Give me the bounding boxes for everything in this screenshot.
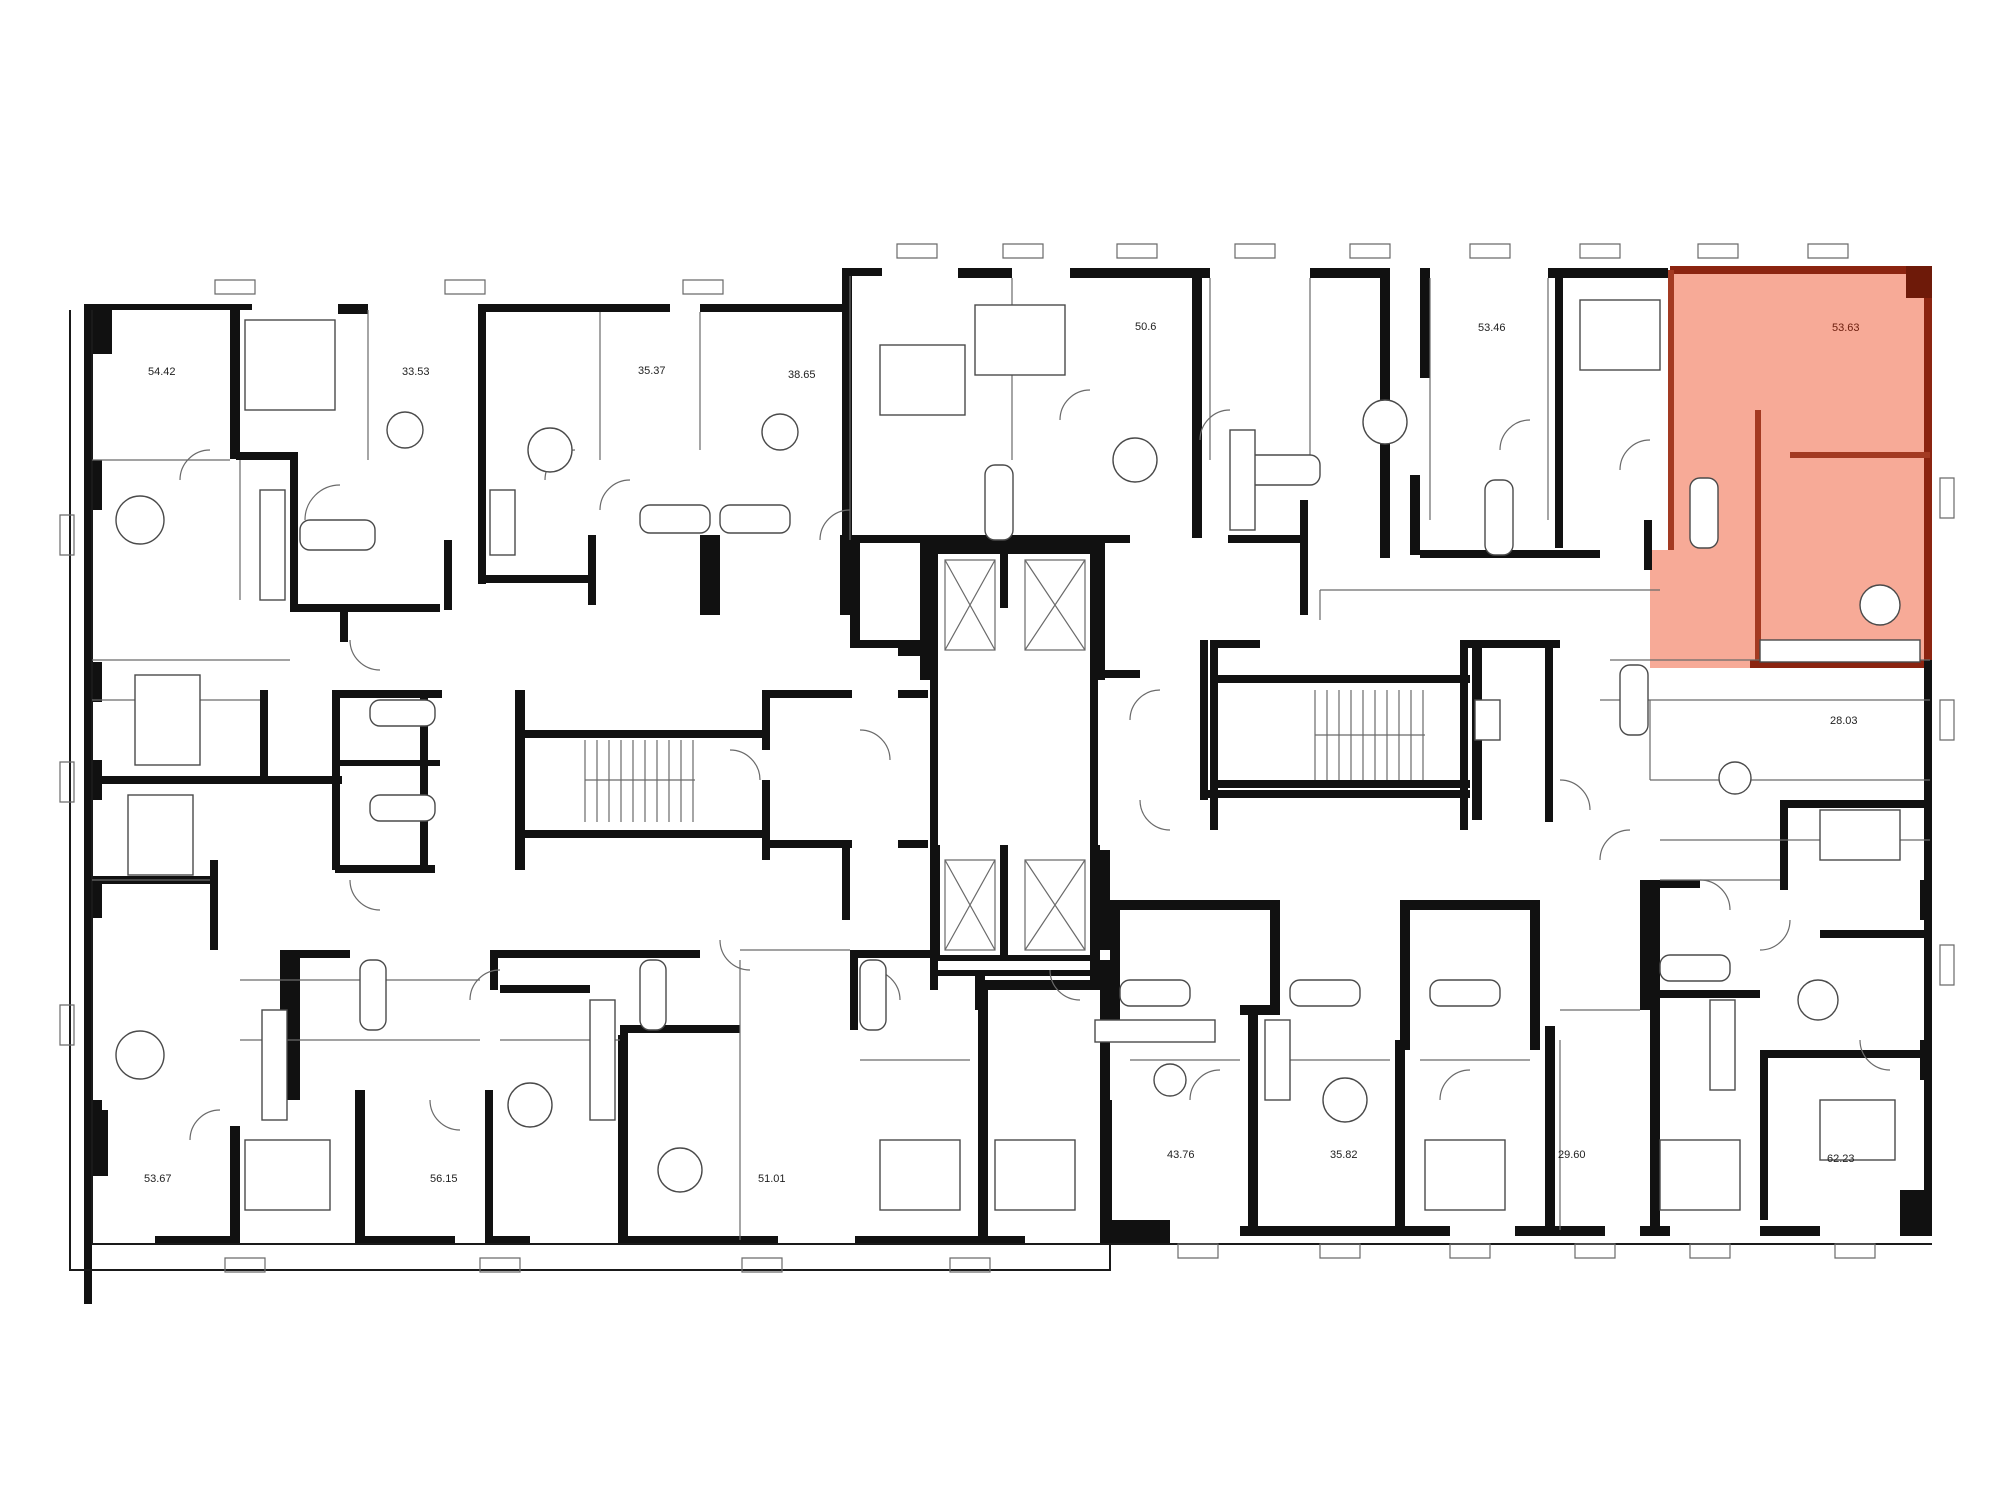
unit-area-53-46[interactable]: 53.46 bbox=[1478, 322, 1506, 334]
highlighted-apartment-wall-right bbox=[1924, 266, 1932, 670]
highlighted-apartment-wall-partition-2 bbox=[1755, 410, 1761, 665]
unit-area-62-23[interactable]: 62.23 bbox=[1827, 1153, 1855, 1165]
unit-area-33-53[interactable]: 33.53 bbox=[402, 366, 430, 378]
unit-area-50-6[interactable]: 50.6 bbox=[1135, 321, 1156, 333]
unit-area-35-37[interactable]: 35.37 bbox=[638, 365, 666, 377]
highlighted-apartment-wall-left bbox=[1668, 270, 1674, 550]
unit-area-38-65[interactable]: 38.65 bbox=[788, 369, 816, 381]
unit-area-53-67[interactable]: 53.67 bbox=[144, 1173, 172, 1185]
unit-area-53-63[interactable]: 53.63 bbox=[1832, 322, 1860, 334]
highlighted-apartment-wall-top bbox=[1670, 266, 1932, 274]
unit-area-56-15[interactable]: 56.15 bbox=[430, 1173, 458, 1185]
unit-area-29-60[interactable]: 29.60 bbox=[1558, 1149, 1586, 1161]
interior-walls bbox=[92, 452, 1930, 1240]
fixtures bbox=[115, 299, 1921, 1211]
highlighted-apartment-wall-bottom bbox=[1750, 660, 1932, 668]
outer-walls bbox=[84, 268, 1932, 1304]
highlighted-apartment-fill bbox=[1650, 270, 1930, 668]
highlighted-apartment-wall-partition bbox=[1790, 452, 1930, 458]
highlighted-apartment-corner-post bbox=[1906, 266, 1932, 298]
highlighted-apartment[interactable] bbox=[1650, 266, 1932, 670]
unit-area-43-76[interactable]: 43.76 bbox=[1167, 1149, 1195, 1161]
area-labels: 54.42 33.53 35.37 38.65 50.6 53.46 53.63… bbox=[144, 321, 1860, 1185]
unit-area-54-42[interactable]: 54.42 bbox=[148, 366, 176, 378]
unit-area-28-03[interactable]: 28.03 bbox=[1830, 715, 1858, 727]
partitions bbox=[59, 243, 1955, 1273]
unit-area-51-01[interactable]: 51.01 bbox=[758, 1173, 786, 1185]
unit-area-35-82[interactable]: 35.82 bbox=[1330, 1149, 1358, 1161]
